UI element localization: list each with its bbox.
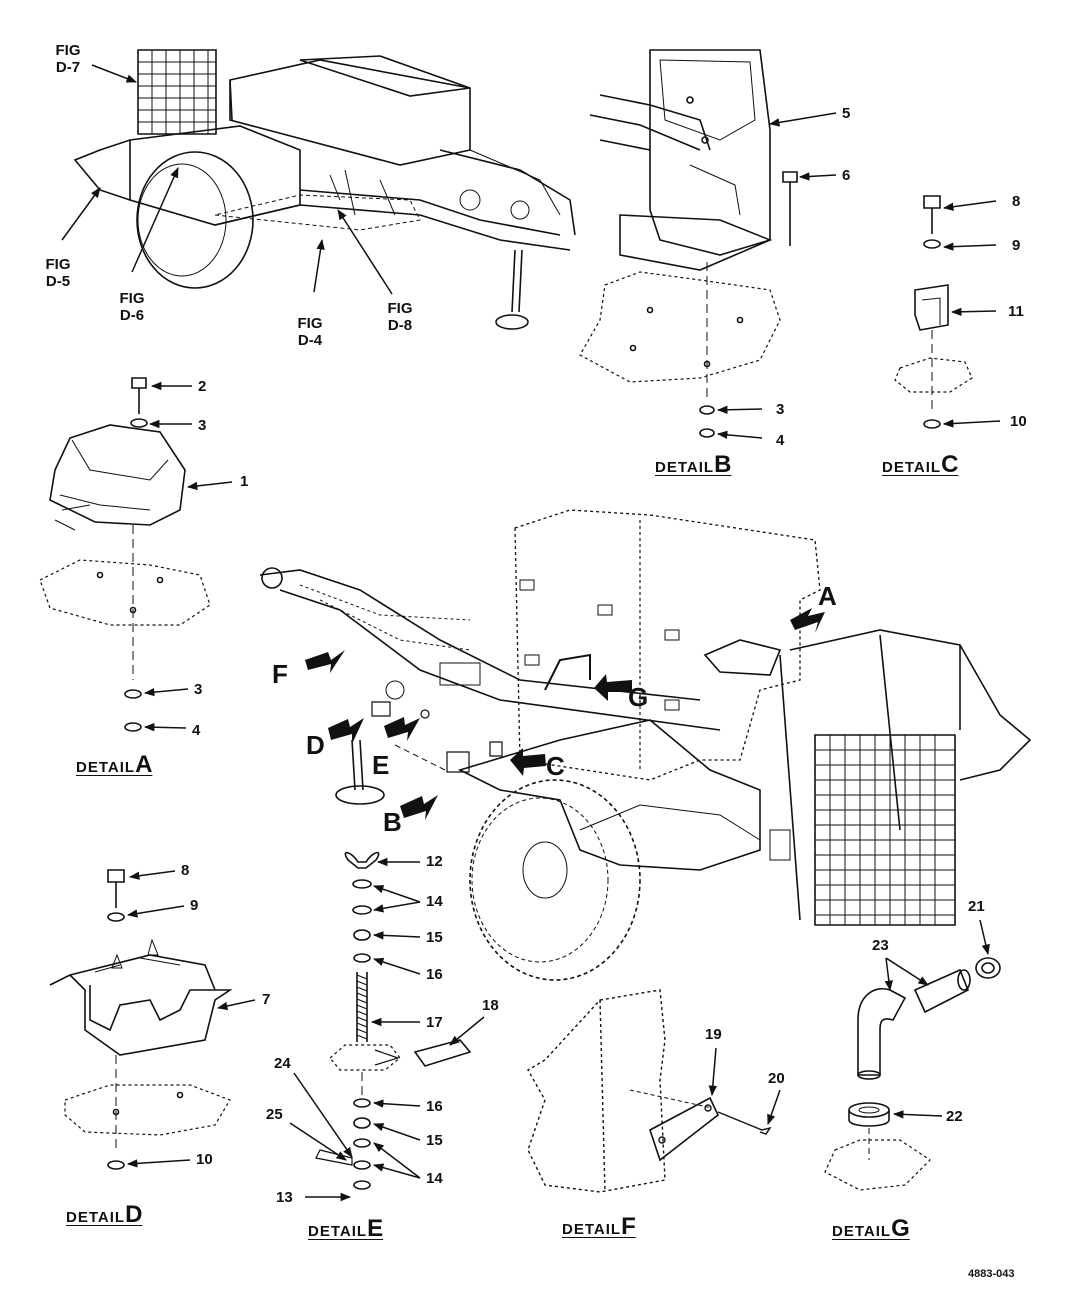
detail-e-leaders	[290, 857, 484, 1202]
callout-4: 4	[192, 722, 201, 739]
callout-19: 19	[705, 1026, 722, 1043]
detail-f-drawing	[528, 990, 770, 1192]
pointer-arrow-b	[400, 795, 438, 820]
callout-15: 15	[426, 1132, 443, 1149]
detail-a-leaders	[143, 381, 232, 732]
callout-22: 22	[946, 1108, 963, 1125]
detail-d-leaders	[126, 871, 255, 1168]
callout-24: 24	[274, 1055, 291, 1072]
pointer-letter-e: E	[372, 750, 390, 780]
callout-5: 5	[842, 105, 851, 122]
pointer-arrow-a	[790, 608, 825, 633]
detail-f-title: DETAILF	[562, 1213, 636, 1240]
callout-20: 20	[768, 1070, 785, 1087]
detail-a-title: DETAILA	[76, 751, 153, 778]
callout-9: 9	[190, 897, 199, 914]
detail-e-title: DETAILE	[308, 1215, 384, 1242]
callout-10: 10	[196, 1151, 213, 1168]
callout-3: 3	[776, 401, 785, 418]
callout-4: 4	[776, 432, 785, 449]
callout-16: 16	[426, 1098, 443, 1115]
callout-8: 8	[181, 862, 190, 879]
detail-g-drawing	[825, 958, 1000, 1190]
pointer-letter-c: C	[546, 751, 565, 781]
callout-17: 17	[426, 1014, 443, 1031]
overview-trailer-drawing	[75, 50, 575, 329]
detail-d-drawing	[50, 870, 230, 1169]
callout-9: 9	[1012, 237, 1021, 254]
detail-c-drawing	[895, 196, 972, 428]
callout-14: 14	[426, 1170, 443, 1187]
detail-pointer-arrows	[305, 608, 825, 820]
pointer-letter-f: F	[272, 659, 288, 689]
callout-23: 23	[872, 937, 889, 954]
callout-1: 1	[240, 473, 249, 490]
detail-c-leaders	[942, 201, 1000, 428]
callout-3: 3	[194, 681, 203, 698]
pointer-arrow-g	[594, 674, 632, 701]
main-trailer-drawing	[260, 510, 1030, 980]
detail-b-title: DETAILB	[655, 451, 732, 478]
detail-d-title: DETAILD	[66, 1201, 143, 1228]
overview-leader-lines	[62, 65, 392, 294]
pointer-arrow-d	[328, 718, 364, 744]
detail-b-drawing	[580, 50, 797, 437]
pointer-arrow-c	[510, 748, 546, 776]
callout-3: 3	[198, 417, 207, 434]
detail-b-leaders	[716, 113, 836, 440]
callout-15: 15	[426, 929, 443, 946]
pointer-letter-d: D	[306, 730, 325, 760]
detail-g-leaders	[884, 920, 990, 1119]
detail-f-leaders	[708, 1048, 780, 1125]
pointer-arrow-f	[305, 650, 345, 673]
callout-25: 25	[266, 1106, 283, 1123]
callout-21: 21	[968, 898, 985, 915]
pointer-letter-g: G	[628, 682, 649, 712]
callout-10: 10	[1010, 413, 1027, 430]
callout-6: 6	[842, 167, 851, 184]
callout-2: 2	[198, 378, 207, 395]
pointer-letter-a: A	[818, 581, 837, 611]
callout-16: 16	[426, 966, 443, 983]
detail-e-drawing	[316, 853, 470, 1189]
callout-12: 12	[426, 853, 443, 870]
drawing-code: 4883-043	[968, 1268, 1015, 1280]
callout-8: 8	[1012, 193, 1021, 210]
callout-7: 7	[262, 991, 271, 1008]
pointer-arrow-d2	[384, 717, 420, 741]
pointer-letter-b: B	[383, 807, 402, 837]
callout-13: 13	[276, 1189, 293, 1206]
detail-c-title: DETAILC	[882, 451, 959, 478]
callout-11: 11	[1008, 303, 1024, 320]
detail-g-title: DETAILG	[832, 1215, 910, 1242]
callout-18: 18	[482, 997, 499, 1014]
detail-a-drawing	[40, 378, 210, 731]
callout-14: 14	[426, 893, 443, 910]
